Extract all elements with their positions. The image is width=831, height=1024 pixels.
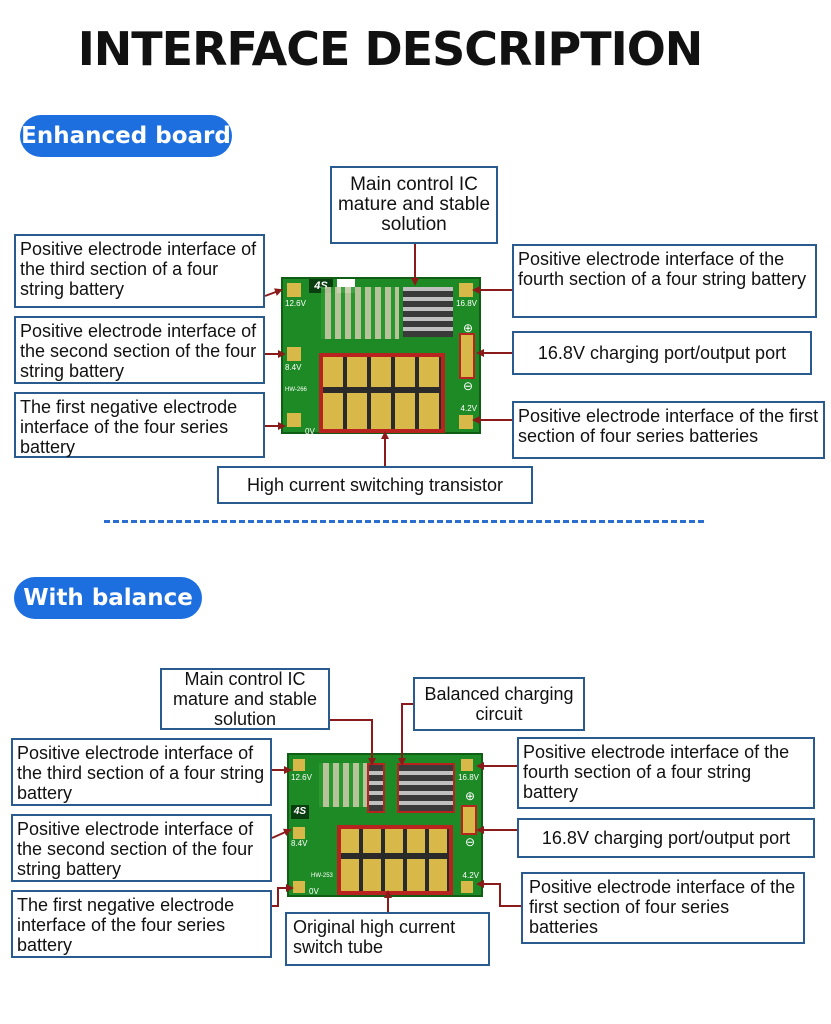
label-16v8-2: 16.8V bbox=[458, 773, 479, 782]
label-4v2-2: 4.2V bbox=[462, 871, 479, 880]
second-section-label-2: Positive electrode interface of the seco… bbox=[11, 814, 272, 882]
pad-16v8 bbox=[459, 283, 473, 297]
arrow-balanced bbox=[398, 703, 413, 766]
pad-4v2 bbox=[459, 415, 473, 429]
minus-symbol-2: ⊖ bbox=[464, 835, 475, 849]
charging-port-pads bbox=[459, 333, 475, 379]
third-section-label: Positive electrode interface of the thir… bbox=[14, 234, 265, 308]
with-balance-badge: With balance bbox=[14, 577, 202, 619]
fourth-section-label: Positive electrode interface of the four… bbox=[512, 244, 817, 318]
arrow-first-pos-2 bbox=[476, 880, 521, 907]
main-ic-label-2: Main control IC mature and stable soluti… bbox=[160, 668, 330, 730]
pad-12v6-2 bbox=[293, 759, 305, 771]
transistor-label: High current switching transistor bbox=[217, 466, 533, 504]
section-divider bbox=[104, 520, 704, 523]
minus-symbol: ⊖ bbox=[462, 379, 473, 393]
arrow-second-2 bbox=[271, 828, 292, 839]
label-0v-2: 0V bbox=[309, 887, 319, 896]
charging-port-label-2: 16.8V charging port/output port bbox=[517, 818, 815, 858]
arrow-main-ic-2 bbox=[330, 719, 376, 766]
label-12v6-2: 12.6V bbox=[291, 773, 312, 782]
model-label: HW-266 bbox=[285, 387, 307, 393]
board-tag-2: 4S bbox=[291, 805, 309, 819]
fourth-section-label-2: Positive electrode interface of the four… bbox=[517, 737, 815, 809]
model-label-2: HW-253 bbox=[311, 873, 333, 879]
charging-port-pads-2 bbox=[461, 805, 477, 835]
label-16v8: 16.8V bbox=[456, 299, 477, 308]
pad-0v-2 bbox=[293, 881, 305, 893]
first-negative-label-2: The first negative electrode interface o… bbox=[11, 890, 272, 958]
pad-12v6 bbox=[287, 283, 301, 297]
second-section-label: Positive electrode interface of the seco… bbox=[14, 316, 265, 384]
enhanced-board-badge: Enhanced board bbox=[20, 115, 232, 157]
mosfet-array-2 bbox=[337, 825, 453, 895]
mosfet-array bbox=[319, 353, 445, 433]
arrow-first-neg-2 bbox=[272, 884, 294, 907]
pad-4v2-2 bbox=[461, 881, 473, 893]
pad-8v4 bbox=[287, 347, 301, 361]
page-title: INTERFACE DESCRIPTION bbox=[77, 22, 704, 76]
pad-8v4-2 bbox=[293, 827, 305, 839]
charging-port-label: 16.8V charging port/output port bbox=[512, 331, 812, 375]
control-ic-2 bbox=[367, 763, 385, 813]
control-ic bbox=[403, 287, 453, 337]
first-positive-label-2: Positive electrode interface of the firs… bbox=[521, 872, 805, 944]
pad-16v8-2 bbox=[461, 759, 473, 771]
plus-symbol: ⊕ bbox=[462, 321, 473, 335]
first-positive-label: Positive electrode interface of the firs… bbox=[512, 401, 825, 459]
label-0v: 0V bbox=[305, 427, 315, 436]
label-12v6: 12.6V bbox=[285, 299, 306, 308]
label-4v2: 4.2V bbox=[460, 404, 477, 413]
main-ic-label: Main control IC mature and stable soluti… bbox=[330, 166, 498, 244]
balance-circuit bbox=[397, 763, 455, 813]
switch-tube-label: Original high current switch tube bbox=[285, 912, 490, 966]
first-negative-label: The first negative electrode interface o… bbox=[14, 392, 265, 458]
third-section-label-2: Positive electrode interface of the thir… bbox=[11, 738, 272, 806]
label-8v4-2: 8.4V bbox=[291, 839, 308, 848]
plus-symbol-2: ⊕ bbox=[464, 789, 475, 803]
smd-components bbox=[321, 287, 399, 339]
label-8v4: 8.4V bbox=[285, 363, 302, 372]
arrow-third bbox=[264, 288, 283, 297]
pad-0v bbox=[287, 413, 301, 427]
balanced-circuit-label: Balanced charging circuit bbox=[413, 677, 585, 731]
